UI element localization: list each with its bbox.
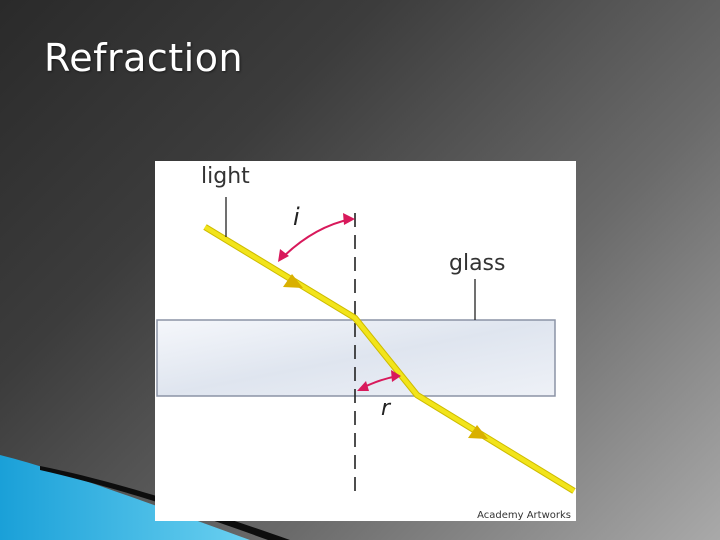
light-ray-core [203, 225, 576, 493]
ray-arrow-incident [283, 274, 303, 288]
incidence-angle-arc [280, 218, 352, 260]
incidence-arc-arrow-bottom [278, 249, 289, 262]
glass-block [156, 319, 556, 397]
ray-arrow-refracted [468, 425, 488, 439]
refraction-angle-label: r [381, 396, 392, 421]
light-label: light [201, 164, 250, 189]
diagram-canvas: light glass i r Academy Artworks [156, 164, 576, 521]
refraction-diagram: light glass i r Academy Artworks [155, 161, 576, 521]
credit-label: Academy Artworks [477, 510, 571, 521]
glass-label: glass [449, 251, 505, 276]
refraction-arc-arrow-left [357, 381, 369, 391]
refraction-arc-arrow-right [391, 370, 401, 382]
incidence-angle-label: i [293, 203, 300, 231]
slide-title: Refraction [44, 36, 244, 80]
incidence-arc-arrow-top [343, 213, 355, 225]
